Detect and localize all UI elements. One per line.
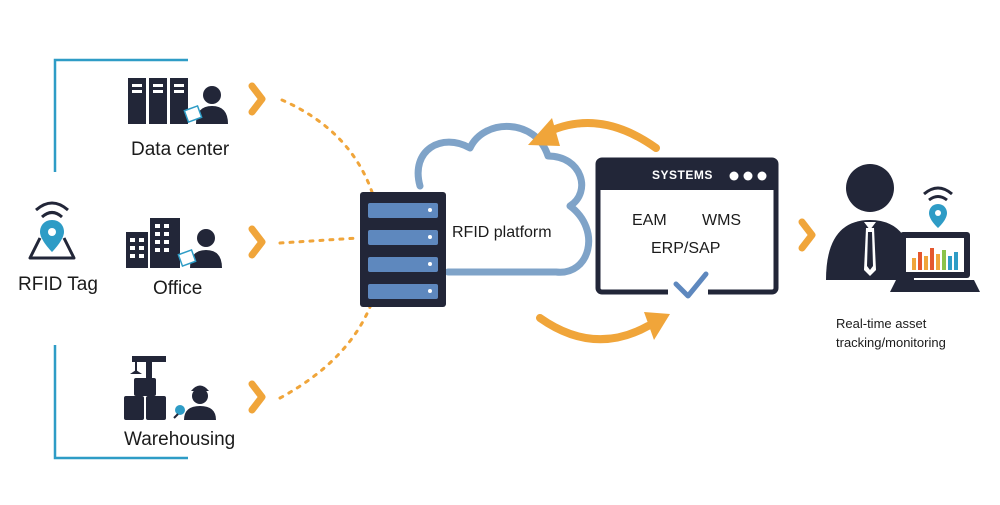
chevron-right-icon: [248, 380, 266, 414]
data-center-icon: [128, 78, 228, 124]
system-item-eam: EAM: [632, 212, 667, 229]
server-rack-icon: [360, 192, 446, 307]
dotted-connector: [278, 98, 374, 400]
chevron-right-icon: [798, 218, 816, 252]
system-item-wms: WMS: [702, 212, 742, 229]
chevron-right-icon: [248, 82, 266, 116]
system-item-erp-sap: ERP/SAP: [651, 240, 721, 257]
window-dot-icon: [743, 171, 753, 181]
return-arrow: [528, 118, 660, 152]
checkmark-icon: [668, 271, 709, 304]
window-dot-icon: [729, 171, 739, 181]
rfid-tag-location-icon: [28, 201, 76, 260]
chevron-right-icon: [248, 225, 266, 259]
office-building-icon: [126, 218, 222, 268]
source-label-warehousing: Warehousing: [124, 429, 236, 450]
window-dot-icon: [757, 171, 767, 181]
systems-window: [595, 157, 779, 295]
source-label-office: Office: [153, 278, 203, 299]
forward-arrow: [536, 312, 670, 344]
platform-label: RFID platform: [452, 224, 552, 241]
source-label-data-center: Data center: [131, 139, 230, 160]
monitoring-label-line1: Real-time asset: [836, 316, 927, 331]
warehouse-crane-icon: [124, 356, 216, 420]
rfid-tag-bracket: [53, 58, 188, 460]
systems-title: SYSTEMS: [652, 168, 713, 182]
monitoring-label-line2: tracking/monitoring: [836, 335, 946, 350]
user-with-laptop-icon: [826, 164, 980, 292]
rfid-tag-label: RFID Tag: [18, 274, 98, 295]
cloud-outline: [414, 123, 593, 276]
